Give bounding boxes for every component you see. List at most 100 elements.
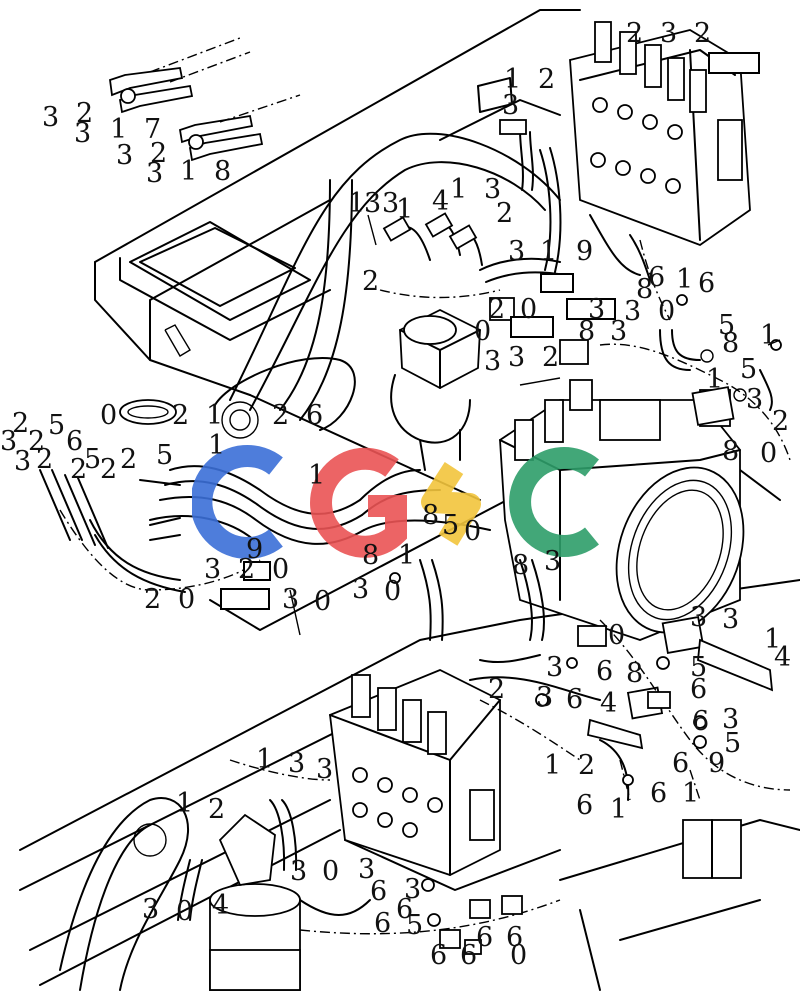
fasteners [289,214,782,955]
callout-number: 1 [706,364,724,395]
callout-number: 6 [506,922,524,953]
callout-number: 2 [626,18,644,49]
callout-number: 6 [650,778,668,809]
callout-number: 0 [658,296,676,327]
logo-letter-c [192,445,283,559]
callout-number: 2 [488,674,506,705]
callout-number: 6 [596,656,614,687]
callout-number: 0 [176,896,194,927]
callout-box-6 [220,588,270,610]
callout-number: 0 [760,438,778,469]
callout-number: 2 [496,198,514,229]
callout-box-4 [510,316,554,338]
callout-box-3 [566,298,616,320]
callout-number: 3 [546,652,564,683]
callout-number: 5 [724,728,742,759]
callout-number: 6 [66,426,84,457]
callout-number: 6 [692,706,710,737]
swivel-joint [390,308,481,471]
callout-number: 3 [536,682,554,713]
callout-number: 3 [502,90,520,121]
callout-number: 6 [306,400,324,431]
callout-number: 6 [460,940,478,971]
callout-number: 3 [484,346,502,377]
callout-number: 3 [610,316,628,347]
callout-box-5 [243,561,271,581]
callout-number: 2 [70,454,88,485]
callout-number: 0 [464,516,482,547]
callout-number: 3 [624,296,642,327]
callout-number: 6 [476,922,494,953]
callout-number: 3 [352,574,370,605]
callout-number: 1 [348,188,366,219]
callout-number: 2 [120,444,138,475]
callout-number: 2 [208,794,226,825]
callout-number: 2 [272,400,290,431]
callout-number: 6 [430,940,448,971]
callout-number: 2 [36,444,54,475]
callout-number: 3 [0,426,18,457]
upper-control-valve [569,21,751,247]
callout-number: 6 [396,894,414,925]
callout-number: 1 [396,194,414,225]
callout-number: 5 [718,310,736,341]
callout-number: 1 [764,624,782,655]
callout-number: 3 [42,102,60,133]
callout-number: 8 [362,540,380,571]
callout-number: 3 [364,188,382,219]
callout-number: 0 [178,584,196,615]
callout-number: 3 [404,874,422,905]
callout-number: 1 [682,778,700,809]
callout-number: 4 [774,642,792,673]
callout-number: 1 [110,114,128,145]
callout-number: 6 [698,268,716,299]
logo-letter-s [421,462,481,546]
callout-number: 1 [450,174,468,205]
callout-number: 9 [576,236,594,267]
callout-number: 3 [358,854,376,885]
callout-number: 2 [578,750,596,781]
callout-number: 3 [508,342,526,373]
upper-left-fittings [109,37,301,162]
callout-box-2 [540,273,574,293]
callout-number: 1 [544,750,562,781]
callout-number: 2 [12,408,30,439]
callout-number: 2 [772,406,790,437]
callout-number: 9 [708,748,726,779]
callout-number: 1 [308,460,326,491]
callout-number: 6 [690,674,708,705]
callout-number: 1 [504,64,522,95]
callout-number: 5 [84,444,102,475]
callout-number: 3 [74,118,92,149]
callout-number: 6 [374,908,392,939]
callout-number: 3 [484,174,502,205]
callout-number: 0 [314,586,332,617]
callout-number: 3 [288,748,306,779]
callout-number: 2 [150,138,168,169]
watermark-logo [192,445,599,559]
callout-number: 6 [566,684,584,715]
callout-number: 3 [508,236,526,267]
callout-number: 0 [520,294,538,325]
logo-letter-c-2 [509,447,599,557]
center-lower-hoses [177,559,630,921]
callout-number: 2 [238,554,256,585]
callout-number: 5 [48,410,66,441]
callout-number: 1 [398,540,416,571]
callout-number: 8 [722,436,740,467]
callout-number: 7 [144,114,162,145]
callout-number: 3 [290,856,308,887]
callout-number: 1 [676,264,694,295]
callout-number: 2 [172,400,190,431]
callout-number: 3 [660,18,678,49]
right-fittings [559,329,774,750]
callout-number: 0 [384,576,402,607]
logo-letter-g [310,447,407,558]
boom-arm [214,132,561,439]
callout-number: 3 [544,546,562,577]
callout-number: 8 [578,316,596,347]
callout-number: 3 [142,894,160,925]
callout-number: 4 [600,688,618,719]
swing-motor [209,813,371,991]
